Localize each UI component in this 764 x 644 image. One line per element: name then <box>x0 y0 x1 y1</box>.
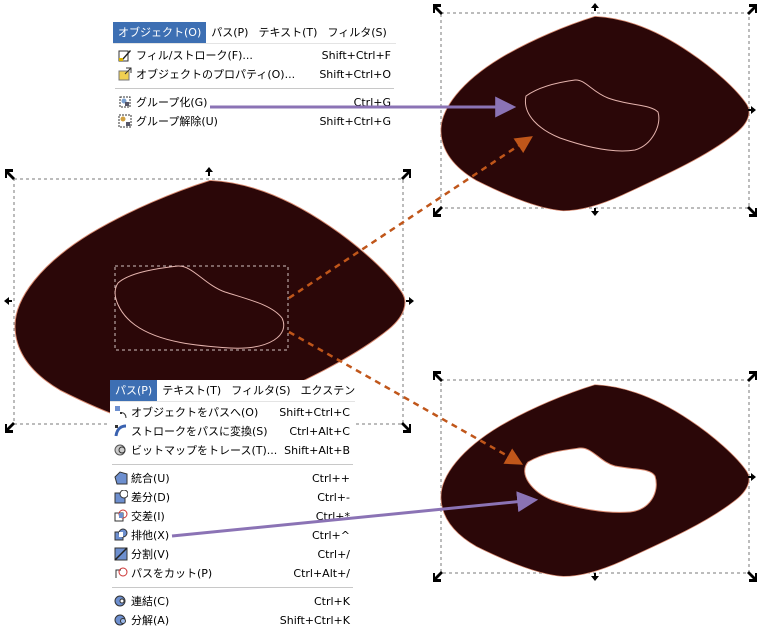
menu-item-fill-stroke[interactable]: フィル/ストローク(F)... Shift+Ctrl+F <box>113 46 396 65</box>
menubar-extensions[interactable]: エクステンショ <box>300 384 355 397</box>
menu-item-union[interactable]: 統合(U) Ctrl++ <box>110 469 355 488</box>
inner-outline-top-right[interactable] <box>524 79 660 152</box>
menubar-filter[interactable]: フィルタ(S) <box>327 26 387 39</box>
menu-item-group[interactable]: グループ化(G) Ctrl+G <box>113 93 396 112</box>
inner-outline-left[interactable] <box>114 265 285 349</box>
path-menu: パス(P) テキスト(T) フィルタ(S) エクステンショ オブジェクトをパスへ… <box>110 380 355 635</box>
menu-item-object-to-path[interactable]: オブジェクトをパスへ(O) Shift+Ctrl+C <box>110 403 355 422</box>
menubar-path[interactable]: パス(P) <box>211 26 249 39</box>
object-menu: オブジェクト(O) パス(P) テキスト(T) フィルタ(S) ュ フィル/スト… <box>113 22 396 144</box>
exclusion-icon <box>114 528 128 541</box>
menu-item-break-apart[interactable]: 分解(A) Shift+Ctrl+K <box>110 611 355 630</box>
menu-item-stroke-to-path[interactable]: ストロークをパスに変換(S) Ctrl+Alt+C <box>110 422 355 441</box>
menubar-extension-cut[interactable]: ュ <box>392 22 396 43</box>
orange-arrow-to-exclusion <box>288 330 524 465</box>
ungroup-icon <box>118 114 132 128</box>
menubar-text[interactable]: テキスト(T) <box>162 384 222 397</box>
inner-selection-box <box>114 265 289 351</box>
union-icon <box>114 471 128 485</box>
path-menubar: パス(P) テキスト(T) フィルタ(S) エクステンショ <box>110 380 355 402</box>
dark-shape-top-right[interactable] <box>440 16 750 212</box>
stroke-to-path-icon <box>114 424 127 437</box>
difference-icon <box>114 490 128 504</box>
break-apart-icon <box>114 614 126 626</box>
menu-item-ungroup[interactable]: グループ解除(U) Shift+Ctrl+G <box>113 112 396 131</box>
menubar-object[interactable]: オブジェクト(O) <box>113 22 207 43</box>
division-icon <box>114 547 128 561</box>
menu-separator <box>112 464 353 465</box>
fill-stroke-icon <box>118 50 131 62</box>
cut-path-icon <box>115 567 128 578</box>
menu-separator <box>112 587 353 588</box>
handles-top-right[interactable] <box>433 3 757 217</box>
excluded-hole <box>524 447 657 513</box>
object-properties-icon <box>118 67 132 81</box>
menu-item-difference[interactable]: 差分(D) Ctrl+- <box>110 488 355 507</box>
menu-item-cut-path[interactable]: パスをカット(P) Ctrl+Alt+/ <box>110 564 355 583</box>
orange-arrow-to-group <box>288 136 533 300</box>
handles-bottom-right[interactable] <box>433 371 757 582</box>
menu-item-exclusion[interactable]: 排他(X) Ctrl+^ <box>110 526 355 545</box>
intersection-icon <box>114 509 128 522</box>
menu-item-intersection[interactable]: 交差(I) Ctrl+* <box>110 507 355 526</box>
menu-item-trace-bitmap[interactable]: ビットマップをトレース(T)... Shift+Alt+B <box>110 441 355 460</box>
menubar-text[interactable]: テキスト(T) <box>258 26 318 39</box>
object-menubar: オブジェクト(O) パス(P) テキスト(T) フィルタ(S) ュ <box>113 22 396 44</box>
menu-separator <box>115 88 394 89</box>
menu-item-object-properties[interactable]: オブジェクトのプロパティ(O)... Shift+Ctrl+O <box>113 65 396 84</box>
menubar-path-active[interactable]: パス(P) <box>110 380 158 401</box>
menubar-filter[interactable]: フィルタ(S) <box>231 384 291 397</box>
trace-bitmap-icon <box>114 444 126 456</box>
menu-item-combine[interactable]: 連結(C) Ctrl+K <box>110 592 355 611</box>
group-icon <box>119 96 131 108</box>
combine-icon <box>114 595 126 607</box>
menu-item-division[interactable]: 分割(V) Ctrl+/ <box>110 545 355 564</box>
object-to-path-icon <box>115 406 127 419</box>
